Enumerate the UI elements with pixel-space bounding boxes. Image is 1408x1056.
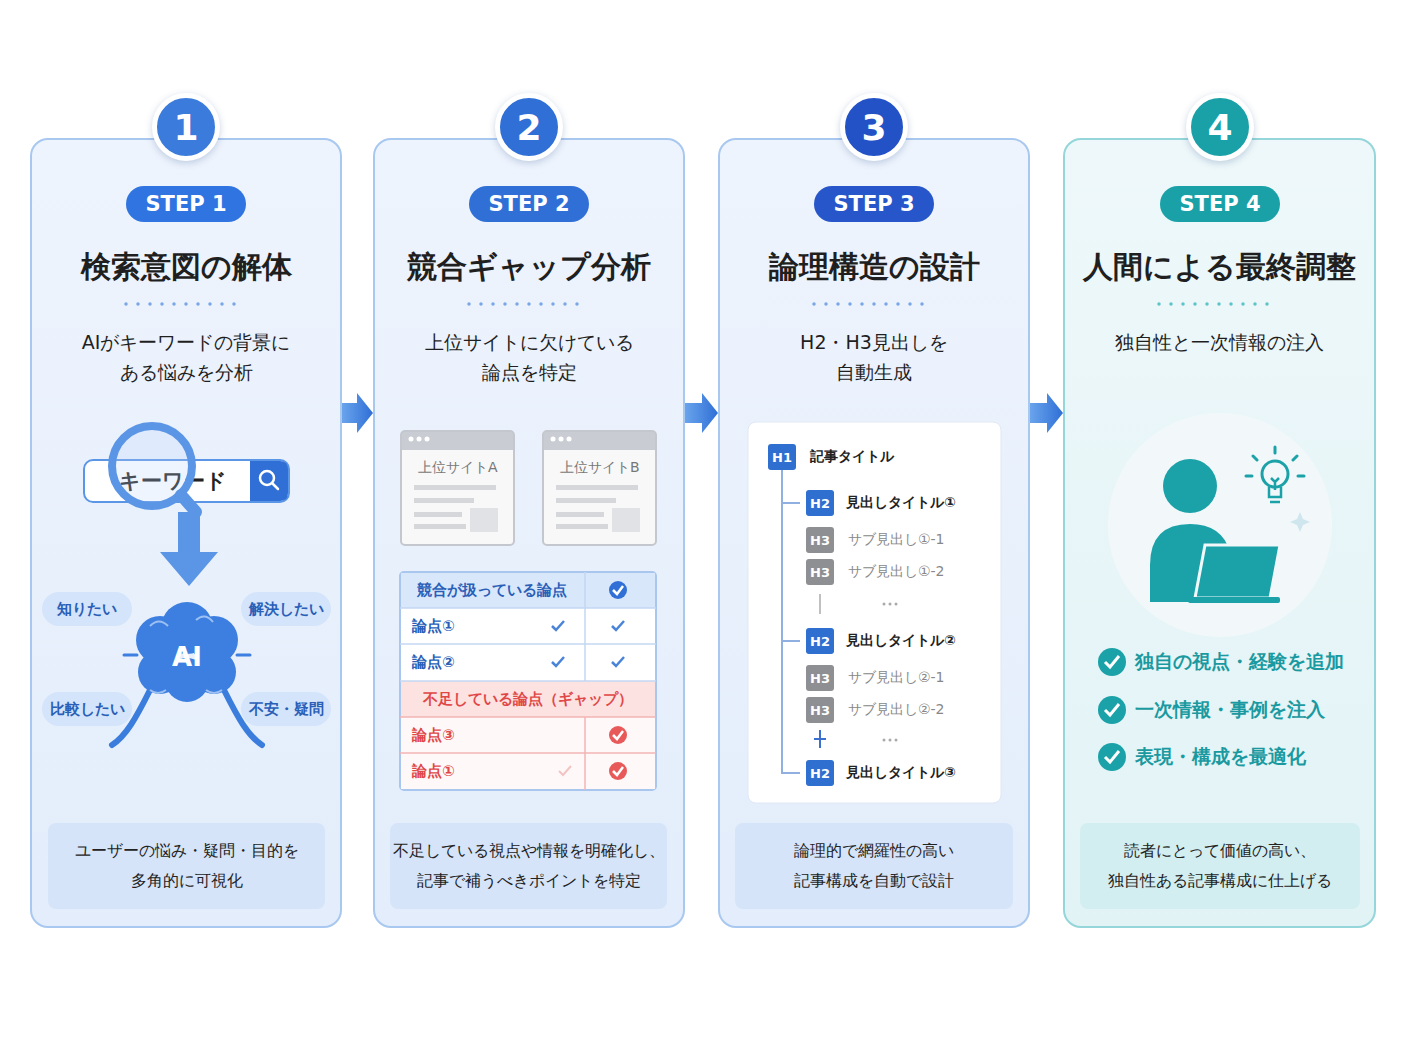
node-text: 比較したい (50, 700, 125, 719)
node-text: H3 (810, 565, 830, 580)
site-window: 上位サイトB (542, 430, 657, 546)
step-card: 検索意図の解体AIがキーワードの背景に ある悩みを分析1STEP 1キーワード知… (30, 138, 342, 928)
search-box: キーワード (83, 459, 290, 503)
intent-bubble: 不安・疑問 (241, 692, 331, 726)
summary-box: 読者にとって価値の高い、 独自性ある記事構成に仕上げる (1080, 823, 1360, 909)
step-pill: STEP 1 (126, 186, 246, 222)
node-text: STEP 4 (1179, 192, 1260, 216)
label-text: AI (172, 642, 202, 672)
site-window: 上位サイトA (400, 430, 515, 546)
node-text: STEP 1 (145, 192, 226, 216)
step-subtitle: 独自性と一次情報の注入 (1085, 327, 1355, 357)
heading-badge: H3 (806, 665, 834, 691)
node-text: 解決したい (249, 600, 324, 619)
heading-badge: H3 (806, 559, 834, 585)
label-text: 論点① (412, 617, 455, 636)
label-text: 見出しタイトル③ (846, 764, 956, 782)
heading-badge: H1 (768, 444, 796, 470)
node-text: 3 (861, 107, 886, 148)
intent-bubble: 比較したい (42, 692, 132, 726)
node-text: 読者にとって価値の高い、 独自性ある記事構成に仕上げる (1080, 836, 1360, 896)
label-text: 一次情報・事例を注入 (1135, 697, 1325, 723)
node-text: H3 (810, 533, 830, 548)
node-text: 上位サイトB (560, 459, 640, 477)
label-text: 記事タイトル (810, 448, 894, 466)
node-text: H3 (810, 703, 830, 718)
step-number: 3 (840, 93, 908, 161)
node-text: STEP 2 (488, 192, 569, 216)
step-pill: STEP 3 (814, 186, 934, 222)
node-text: H2 (810, 634, 830, 649)
node-text: 不足している視点や情報を明確化し、 記事で補うべきポイントを特定 (390, 836, 667, 896)
node-text: 2 (516, 107, 541, 148)
label-text: 表現・構成を最適化 (1135, 744, 1306, 770)
step-number: 2 (495, 93, 563, 161)
label-text: 論点③ (412, 726, 455, 745)
node-text: 4 (1207, 107, 1232, 148)
node-text: H3 (810, 671, 830, 686)
step-number: 1 (152, 93, 220, 161)
heading-badge: H2 (806, 628, 834, 654)
label-text: 論点② (412, 653, 455, 672)
label-text: 論点① (412, 762, 455, 781)
label-text: 独自の視点・経験を追加 (1135, 649, 1344, 675)
heading-badge: H3 (806, 697, 834, 723)
heading-badge: H3 (806, 527, 834, 553)
label-text: サブ見出し①-2 (848, 563, 945, 581)
label-text: 競合が扱っている論点 (417, 581, 567, 600)
flow-arrow (1030, 393, 1063, 433)
step-title: 競合ギャップ分析 (381, 247, 677, 287)
step-card: 競合ギャップ分析上位サイトに欠けている 論点を特定2STEP 2上位サイトA上位… (373, 138, 685, 928)
step-subtitle: 上位サイトに欠けている 論点を特定 (394, 327, 664, 387)
summary-box: ユーザーの悩み・疑問・目的を 多角的に可視化 (48, 823, 325, 909)
label-text: 見出しタイトル② (846, 632, 956, 650)
summary-box: 不足している視点や情報を明確化し、 記事で補うべきポイントを特定 (390, 823, 667, 909)
summary-box: 論理的で網羅性の高い 記事構成を自動で設計 (735, 823, 1013, 909)
heading-badge: H2 (806, 490, 834, 516)
node-text: 論理的で網羅性の高い 記事構成を自動で設計 (735, 836, 1013, 896)
step-card: 人間による最終調整独自性と一次情報の注入4STEP 4読者にとって価値の高い、 … (1063, 138, 1376, 928)
node-text: 知りたい (57, 600, 117, 619)
node-text: H2 (810, 766, 830, 781)
label-text: 見出しタイトル① (846, 494, 956, 512)
intent-bubble: 知りたい (42, 592, 132, 626)
step-title: 人間による最終調整 (1071, 247, 1368, 287)
label-text: サブ見出し②-2 (848, 701, 945, 719)
node-text: キーワード (119, 467, 227, 495)
intent-bubble: 解決したい (241, 592, 331, 626)
step-title: 論理構造の設計 (726, 247, 1022, 287)
label-text: 不足している論点（ギャップ） (423, 690, 633, 709)
step-pill: STEP 2 (469, 186, 589, 222)
node-text: H2 (810, 496, 830, 511)
heading-badge: H2 (806, 760, 834, 786)
flow-arrow (342, 393, 373, 433)
step-title: 検索意図の解体 (38, 247, 334, 287)
node-text: ユーザーの悩み・疑問・目的を 多角的に可視化 (48, 836, 325, 896)
step-number: 4 (1186, 93, 1254, 161)
node-text: 上位サイトA (418, 459, 498, 477)
node-text: H1 (772, 450, 792, 465)
label-text: サブ見出し②-1 (848, 669, 945, 687)
node-text: 不安・疑問 (249, 700, 324, 719)
label-text: サブ見出し①-1 (848, 531, 945, 549)
node-text: STEP 3 (833, 192, 914, 216)
flow-arrow (685, 393, 718, 433)
step-pill: STEP 4 (1160, 186, 1280, 222)
step-subtitle: AIがキーワードの背景に ある悩みを分析 (51, 327, 321, 387)
node-text: 1 (173, 107, 198, 148)
step-subtitle: H2・H3見出しを 自動生成 (784, 327, 964, 387)
